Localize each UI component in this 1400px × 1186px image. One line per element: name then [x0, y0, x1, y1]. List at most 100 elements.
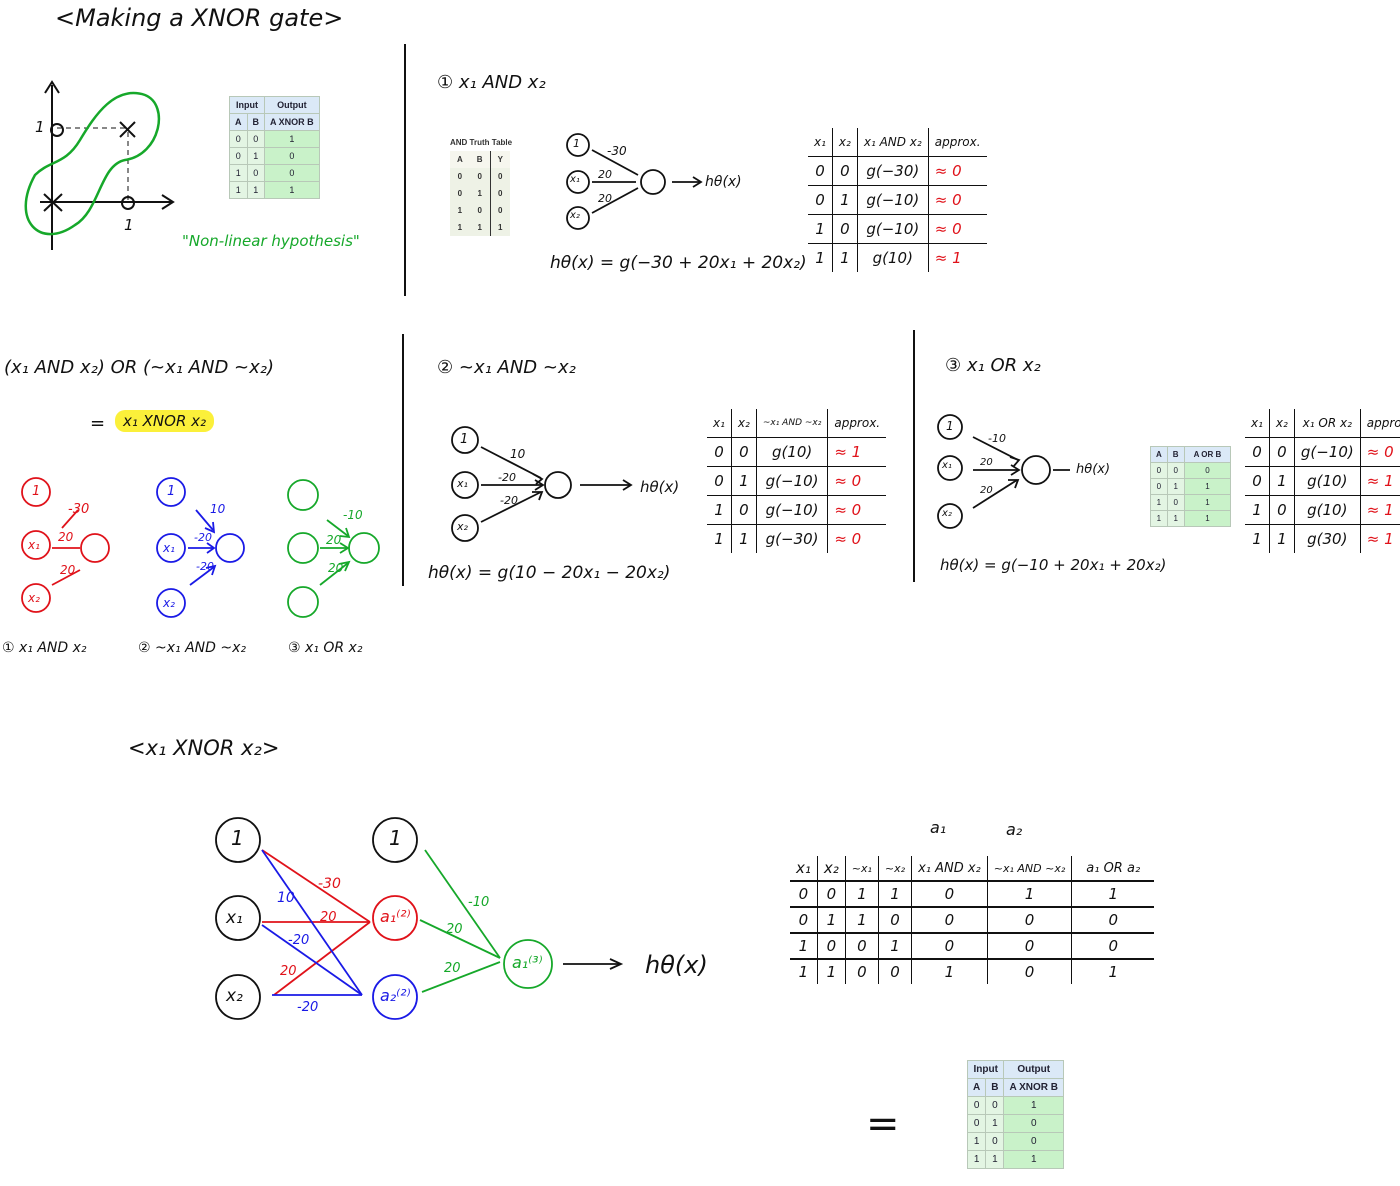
and-network	[566, 133, 703, 230]
cell: 1	[966, 1132, 987, 1151]
cell: 1	[966, 1150, 987, 1169]
not-and-formula: hθ(x) = g(10 − 20x₁ − 20x₂)	[428, 563, 671, 583]
cell: 0	[985, 1096, 1005, 1115]
weight: -20	[498, 471, 516, 484]
cell: 1	[730, 466, 757, 496]
cell: 0	[264, 164, 320, 182]
cell: 0	[1166, 494, 1185, 511]
cell: 1	[264, 181, 320, 199]
cell: 1	[477, 189, 482, 198]
cell: 0	[457, 189, 463, 198]
weight: 20	[980, 485, 993, 496]
cell: 0	[831, 214, 858, 244]
col-header: approx.	[1359, 409, 1400, 438]
cell: 1	[817, 907, 846, 934]
col-header: A	[1150, 446, 1168, 463]
cell: 1	[1245, 524, 1270, 553]
cell: 0	[457, 172, 463, 181]
cell: 1	[790, 933, 818, 960]
cell: 1	[457, 206, 463, 215]
weight: 20	[280, 964, 297, 979]
node-x2: x₂	[28, 591, 40, 605]
weight: 10	[277, 890, 295, 906]
cell: 0	[987, 907, 1073, 934]
cell: 0	[808, 156, 833, 186]
cell: 1	[1108, 963, 1118, 981]
col-header: x₁ AND x₂	[856, 128, 929, 157]
col-header: B	[469, 151, 491, 168]
cell: 0	[817, 933, 846, 960]
equals-sign: =	[866, 1101, 900, 1147]
cell: ≈ 0	[1359, 437, 1400, 467]
col-header: ~x₂	[878, 856, 913, 882]
col-header: a₁ OR a₂	[1071, 856, 1155, 882]
output-node-a1: a₁⁽³⁾	[512, 953, 543, 972]
input-node-x2: x₂	[226, 986, 243, 1006]
cell: 0	[1183, 462, 1232, 479]
group-header: Input	[229, 96, 265, 114]
cell: 0	[477, 172, 482, 181]
or-formula: hθ(x) = g(−10 + 20x₁ + 20x₂)	[940, 556, 1167, 574]
cell: 1	[790, 959, 818, 984]
cell: ≈ 1	[1359, 466, 1400, 496]
weight: -30	[318, 876, 341, 892]
node-bias: 1	[32, 484, 41, 499]
output-label: hθ(x)	[645, 951, 708, 979]
cell: 1	[246, 181, 265, 199]
cell: 0	[790, 907, 818, 934]
cell: 1	[985, 1150, 1005, 1169]
weight: -20	[500, 494, 518, 507]
node-x2: x₂	[457, 520, 468, 533]
cell: 1	[845, 881, 879, 908]
cell: 1	[845, 907, 879, 934]
hidden-node-a2: a₂⁽²⁾	[380, 986, 411, 1005]
cell: 1	[707, 495, 732, 525]
cell: 0	[1003, 1132, 1064, 1151]
col-header: B	[985, 1078, 1005, 1097]
cell: 0	[1150, 462, 1168, 479]
cell: 1	[1183, 494, 1232, 511]
cell: 0	[730, 437, 757, 467]
cell: 0	[1245, 466, 1270, 496]
not-and-network	[451, 426, 633, 542]
col-header: x₁	[707, 409, 732, 438]
cell: g(10)	[856, 243, 929, 272]
cell: 0	[878, 907, 913, 934]
divider	[913, 330, 915, 582]
cell: 0	[1268, 437, 1295, 467]
cell: 0	[987, 959, 1073, 984]
combine-equals: =	[90, 413, 106, 434]
cell: ≈ 1	[927, 243, 987, 272]
cell: 0	[911, 881, 988, 908]
cell: 0	[1245, 437, 1270, 467]
hypothesis-label: "Non-linear hypothesis"	[182, 232, 360, 250]
cell: 0	[489, 168, 510, 185]
cell: 1	[911, 959, 988, 984]
cell: 1	[489, 219, 510, 236]
col-header: A XNOR B	[264, 113, 320, 131]
node-x1: x₁	[942, 460, 952, 471]
x-tick-label: 1	[124, 216, 134, 234]
cell: 0	[489, 185, 510, 202]
output-label: hθ(x)	[1076, 462, 1111, 477]
cell: ≈ 1	[827, 437, 887, 467]
cell: 1	[808, 214, 833, 244]
cell: 0	[246, 164, 265, 182]
col-header: ~x₁	[845, 856, 879, 882]
cell: 1	[1245, 495, 1270, 525]
